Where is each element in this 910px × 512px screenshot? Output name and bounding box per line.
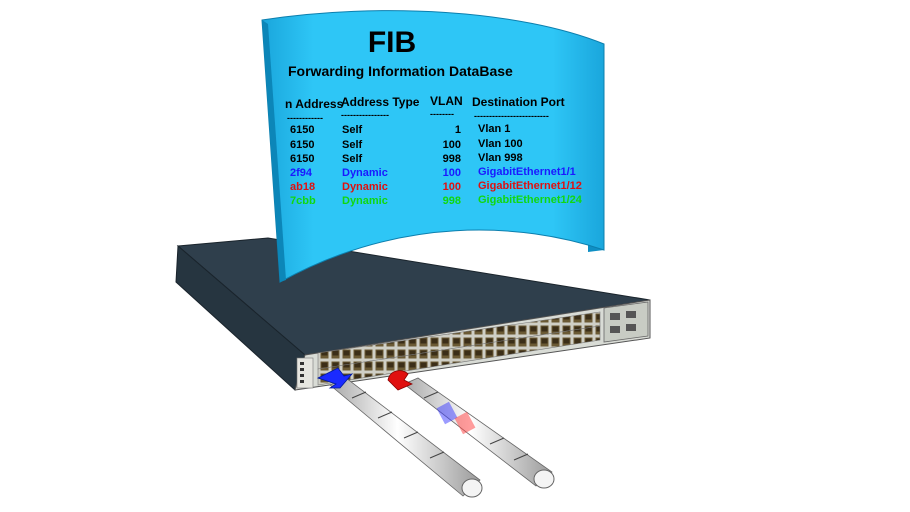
fib-cell-type: Self (342, 124, 363, 136)
cable-end (461, 478, 483, 498)
cable-body (403, 377, 553, 487)
fib-screen-left-edge (262, 20, 286, 282)
fib-screen: FIB Forwarding Information DataBase n Ad… (261, 10, 605, 283)
fib-cell-vlan: 998 (443, 195, 461, 207)
separator: ------------ (287, 113, 323, 123)
fib-cell-vlan: 100 (443, 167, 461, 179)
header-destination-port: Destination Port (472, 95, 565, 109)
cable-band (423, 391, 439, 399)
uplink-port (626, 311, 636, 318)
fib-cell-port: Vlan 1 (478, 123, 510, 135)
fib-cell-mac: 6150 (290, 124, 314, 136)
separator: -------- (430, 109, 454, 119)
cable-band (429, 451, 445, 459)
cable-label-blue (436, 401, 458, 425)
cable-blue (316, 367, 483, 498)
network-switch (175, 237, 651, 391)
fib-cell-type: Dynamic (342, 181, 388, 193)
fib-cell-mac: ab18 (290, 181, 315, 193)
fib-cell-type: Self (342, 139, 363, 151)
switch-uplink-module (603, 301, 649, 343)
cable-band (351, 391, 367, 399)
separator: ------------------------- (474, 111, 549, 121)
red-connector-arrow (387, 370, 413, 391)
led (300, 368, 304, 371)
blue-connector-arrow (316, 367, 354, 389)
patch-cables (316, 367, 555, 498)
header-mac-address: n Address (285, 97, 344, 111)
cable-band (403, 431, 419, 439)
fib-cell-port: GigabitEthernet1/24 (478, 194, 583, 206)
uplink-port (610, 313, 620, 320)
switch-port-row-lower (317, 325, 601, 386)
led (300, 374, 304, 377)
led (300, 380, 304, 383)
led (300, 362, 304, 365)
fib-cell-mac: 6150 (290, 139, 314, 151)
uplink-port (610, 326, 620, 333)
fib-cell-type: Self (342, 153, 363, 165)
fib-cell-mac: 2f94 (290, 167, 313, 179)
cable-red (387, 370, 555, 489)
fib-cell-type: Dynamic (342, 167, 388, 179)
fib-subtitle: Forwarding Information DataBase (288, 63, 513, 79)
fib-cell-mac: 7cbb (290, 195, 316, 207)
fib-cell-port: GigabitEthernet1/1 (478, 166, 576, 178)
fib-cell-port: GigabitEthernet1/12 (478, 180, 582, 192)
header-address-type: Address Type (341, 95, 420, 109)
cable-band (377, 411, 393, 419)
uplink-port (626, 324, 636, 331)
cable-label-red (454, 411, 476, 435)
fib-cell-port: Vlan 100 (478, 138, 523, 150)
cable-band (489, 437, 505, 445)
fib-cell-port: Vlan 998 (478, 152, 523, 164)
switch-status-leds (296, 357, 314, 389)
fib-cell-vlan: 1 (455, 124, 461, 136)
fib-title: FIB (368, 26, 416, 59)
fib-cell-mac: 6150 (290, 153, 314, 165)
fib-cell-vlan: 998 (443, 153, 461, 165)
cable-band (513, 453, 529, 461)
fib-cell-vlan: 100 (443, 139, 461, 151)
cable-body (329, 377, 481, 497)
fib-cell-vlan: 100 (443, 181, 461, 193)
fib-screen-surface (261, 10, 605, 283)
cable-end (533, 469, 555, 489)
header-vlan: VLAN (430, 94, 463, 108)
separator: ---------------- (341, 110, 389, 120)
fib-cell-type: Dynamic (342, 195, 388, 207)
